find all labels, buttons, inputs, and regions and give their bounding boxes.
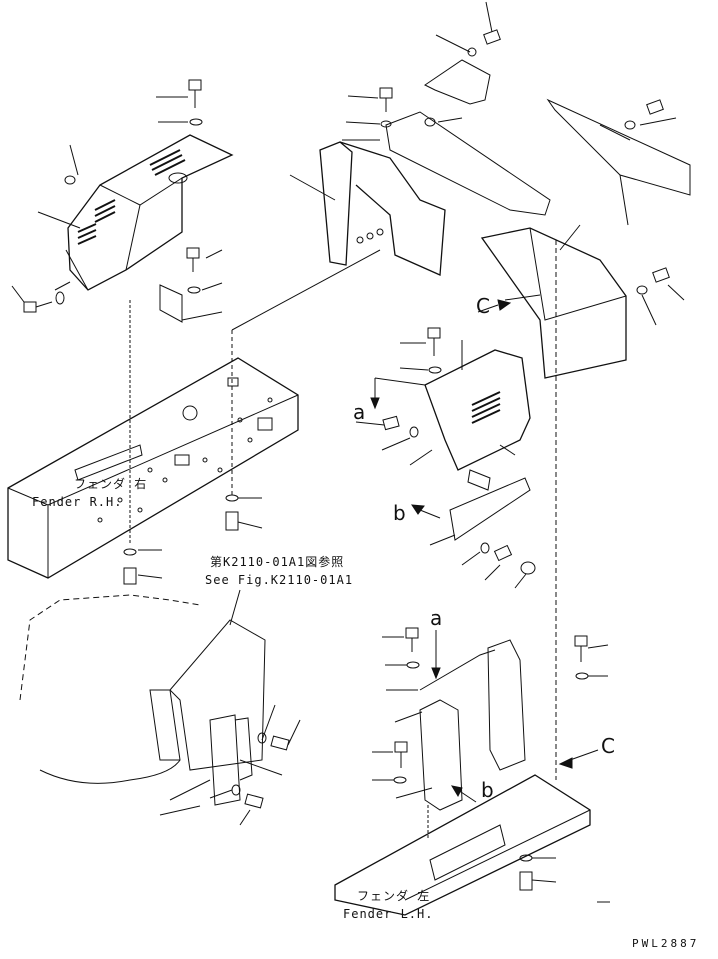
fender-lh-en-label: Fender L.H.	[343, 907, 434, 921]
rh-fender-holes	[97, 397, 273, 523]
ref-b-top-label: b	[393, 501, 406, 525]
ref-c-top-label: C	[476, 294, 490, 318]
lh-cover-group	[480, 98, 691, 379]
machine-frame	[19, 589, 301, 826]
lh-cover-panel	[480, 227, 627, 379]
side-cover-group	[355, 240, 557, 780]
ref-c-bottom-label: C	[601, 734, 615, 758]
ref-a-bottom-label: a	[430, 606, 443, 630]
fender-rh-jp-label: フェンダ 右	[74, 477, 148, 491]
ref-b-bottom-label: b	[481, 778, 494, 802]
rh-cover-group	[11, 79, 234, 323]
rh-fender-body	[7, 249, 381, 585]
see-fig-jp-label: 第K2110-01A1図参照	[210, 555, 345, 569]
fender-lh-jp-label: フェンダ 左	[357, 889, 431, 903]
support-bracket-group	[289, 1, 551, 276]
rh-cover-louvers	[77, 149, 186, 245]
drawing-code: PWL2887	[632, 937, 700, 950]
see-fig-en-label: See Fig.K2110-01A1	[205, 573, 354, 587]
ref-a-top-label: a	[353, 400, 366, 424]
fender-rh-en-label: Fender R.H.	[32, 495, 123, 509]
lh-fender-body	[334, 627, 610, 916]
support-frame	[319, 141, 353, 266]
rh-cover-panel	[67, 134, 234, 291]
